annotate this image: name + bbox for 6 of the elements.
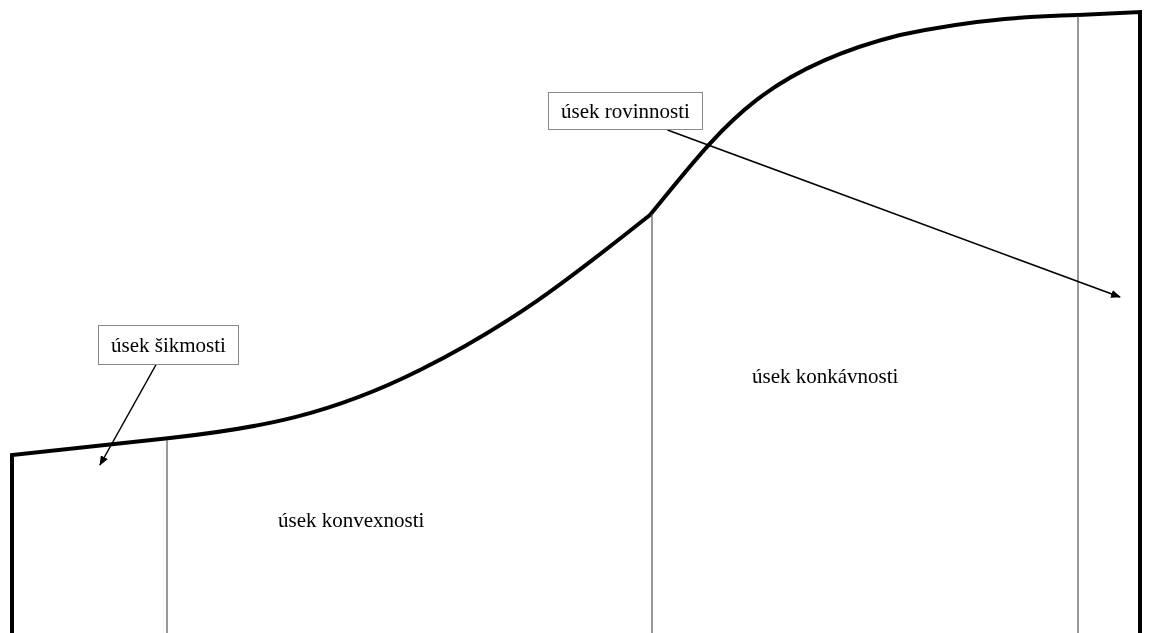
section-label: úsek konvexnosti (278, 508, 425, 533)
leader-arrow (99, 364, 157, 466)
label-box: úsek rovinnosti (548, 92, 703, 130)
section-label: úsek konkávnosti (752, 364, 899, 389)
label-box: úsek šikmosti (98, 325, 239, 365)
leader-arrow (666, 129, 1121, 298)
